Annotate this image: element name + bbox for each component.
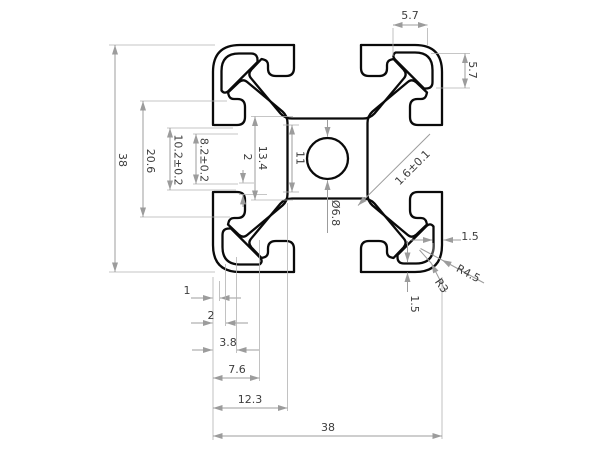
leader-line <box>431 263 447 293</box>
dim-label-r4-5: R4.5 <box>454 262 482 285</box>
dim-label-5-7-right: 5.7 <box>466 61 479 79</box>
dim-label-5-7-top: 5.7 <box>401 9 419 22</box>
dim-1-5-bottom: 1.5 <box>404 241 421 313</box>
dim-12-3: 12.3 <box>213 203 288 411</box>
dim-38-bottom: 38 <box>213 277 443 439</box>
leader-line <box>441 259 485 284</box>
dim-7-6: 7.6 <box>213 240 260 381</box>
dim-label-2-bottom: 2 <box>208 309 215 322</box>
dim-10-2: 10.2±0.2 <box>167 127 236 191</box>
dim-8-2: 8.2±0.2 <box>193 133 238 185</box>
dim-r4-5: R4.5 <box>420 248 485 285</box>
center-bore-circle <box>305 136 350 181</box>
dim-1-5-right: 1.5 <box>411 230 479 254</box>
t-slot-cavity <box>248 43 407 120</box>
dim-label-r3: R3 <box>432 276 451 295</box>
dim-label-10-2: 10.2±0.2 <box>172 134 185 185</box>
dim-1-bottom: 1 <box>184 277 241 440</box>
dim-label-7-6: 7.6 <box>228 363 246 376</box>
dim-label-3-8: 3.8 <box>219 336 237 349</box>
dim-2-bottom: 2 <box>191 264 248 326</box>
dim-label-8-2: 8.2±0.2 <box>198 138 211 182</box>
dim-38-left: 38 <box>109 44 215 273</box>
dim-label-2-left: 2 <box>241 154 254 161</box>
dim-5-7-right: 5.7 <box>431 53 479 89</box>
dim-label-11: 11 <box>294 151 307 165</box>
dim-label-1-6: 1.6±0.1 <box>392 147 432 187</box>
leader-line <box>420 248 443 261</box>
dim-label-1-5-right: 1.5 <box>461 230 479 243</box>
dim-13-4: 13.4 <box>251 116 293 201</box>
corner-cavity <box>220 52 259 94</box>
dim-label-1-5-bottom: 1.5 <box>408 295 421 313</box>
dim-3-8: 3.8 <box>192 257 259 353</box>
dim-label-1: 1 <box>184 284 191 297</box>
dim-11: 11 <box>283 124 307 193</box>
dim-label-dia-6-8: Ø6.8 <box>329 200 342 226</box>
dim-label-13-4: 13.4 <box>256 146 269 171</box>
leader-line <box>419 249 432 264</box>
leader-line <box>357 133 431 206</box>
dim-1-6-wall: 1.6±0.1 <box>357 133 433 206</box>
dim-5-7-top: 5.7 <box>392 9 428 56</box>
dim-label-20-6: 20.6 <box>144 149 157 174</box>
dim-label-12-3: 12.3 <box>238 393 263 406</box>
dim-dia-6-8: Ø6.8 <box>324 120 342 233</box>
dim-label-38-bottom: 38 <box>321 421 335 434</box>
dim-20-6: 20.6 <box>140 100 230 218</box>
dim-label-38-left: 38 <box>116 153 129 167</box>
